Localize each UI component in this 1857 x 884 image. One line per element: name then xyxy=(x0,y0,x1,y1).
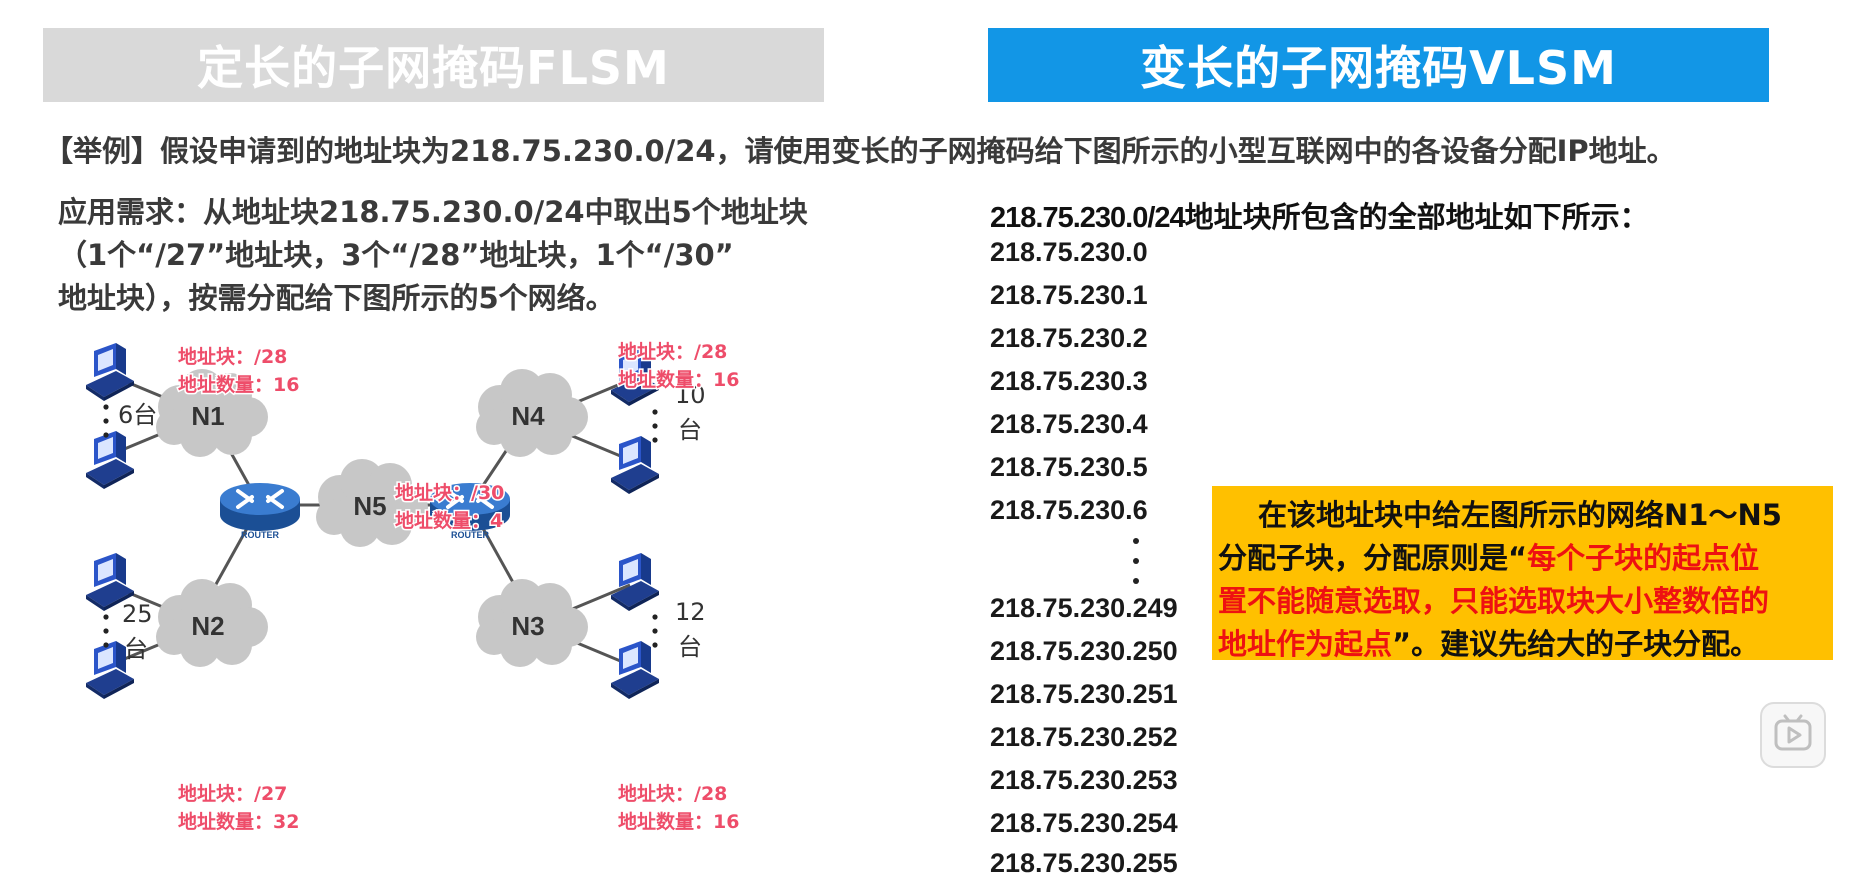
host-count-n3-number: 12 xyxy=(675,598,706,626)
host-count-n4-unit: 台 xyxy=(678,416,702,444)
annotation-n1-block: 地址块：/28 xyxy=(178,345,287,368)
tab-flsm[interactable]: 定长的子网掩码FLSM xyxy=(43,28,824,102)
callout-line-2-highlight: 每个子块的起点位 xyxy=(1527,541,1759,575)
address-item: 218.75.230.6 xyxy=(990,495,1148,526)
network-label-n1: N1 xyxy=(191,401,224,431)
play-icon xyxy=(1762,704,1824,766)
callout-line-3: 置不能随意选取，只能选取块大小整数倍的 xyxy=(1218,580,1823,623)
host-computer-icon xyxy=(86,431,134,489)
address-item: 218.75.230.253 xyxy=(990,765,1178,796)
callout-line-4-highlight: 地址作为起点 xyxy=(1218,627,1392,661)
address-item: 218.75.230.249 xyxy=(990,593,1178,624)
address-ellipsis-dot xyxy=(1133,558,1139,564)
callout-line-4-text: ”。建议先给大的子块分配。 xyxy=(1392,627,1759,661)
annotation-n2-count: 地址数量：32 xyxy=(178,810,299,833)
requirement-line-3: 地址块），按需分配给下图所示的5个网络。 xyxy=(58,277,858,320)
example-statement: 【举例】假设申请到的地址块为218.75.230.0/24，请使用变长的子网掩码… xyxy=(44,128,1676,170)
address-item: 218.75.230.255 xyxy=(990,848,1178,879)
allocation-principle-callout: 在该地址块中给左图所示的网络N1～N5 分配子块，分配原则是“每个子块的起点位 … xyxy=(1212,486,1833,660)
annotation-n3-block: 地址块：/28 xyxy=(618,782,727,805)
callout-line-1: 在该地址块中给左图所示的网络N1～N5 xyxy=(1218,494,1823,537)
requirement-text: 应用需求：从地址块218.75.230.0/24中取出5个地址块 （1个“/27… xyxy=(58,191,858,320)
network-label-n3: N3 xyxy=(511,611,544,641)
tab-vlsm[interactable]: 变长的子网掩码VLSM xyxy=(988,28,1769,102)
address-item: 218.75.230.251 xyxy=(990,679,1178,710)
address-item: 218.75.230.1 xyxy=(990,280,1148,311)
address-item: 218.75.230.3 xyxy=(990,366,1148,397)
address-item: 218.75.230.2 xyxy=(990,323,1148,354)
network-label-n5: N5 xyxy=(353,491,386,521)
address-item: 218.75.230.252 xyxy=(990,722,1178,753)
annotation-n3-count: 地址数量：16 xyxy=(618,810,739,833)
callout-line-4: 地址作为起点”。建议先给大的子块分配。 xyxy=(1218,623,1823,666)
host-computer-icon xyxy=(611,553,659,611)
address-list-header: 218.75.230.0/24地址块所包含的全部地址如下所示： xyxy=(990,194,1649,236)
requirement-line-1: 应用需求：从地址块218.75.230.0/24中取出5个地址块 xyxy=(58,191,858,234)
address-ellipsis-dot xyxy=(1133,538,1139,544)
video-play-button[interactable] xyxy=(1760,702,1826,768)
host-count-n2-unit: 台 xyxy=(124,635,148,663)
host-count-n1: 6台 xyxy=(118,401,157,429)
annotation-n4-block: 地址块：/28 xyxy=(618,340,727,363)
address-item: 218.75.230.250 xyxy=(990,636,1178,667)
annotation-n1-count: 地址数量：16 xyxy=(178,373,299,396)
network-diagram: N1 N2 N3 N4 N5 ROUTER ROUTER 6台 25 台 12 … xyxy=(80,335,860,855)
annotation-n4-count: 地址数量：16 xyxy=(618,368,739,391)
router-left: ROUTER xyxy=(220,483,300,540)
annotation-n5-count: 地址数量：4 xyxy=(395,509,503,532)
host-computer-icon xyxy=(611,436,659,494)
callout-line-2: 分配子块，分配原则是“每个子块的起点位 xyxy=(1218,537,1823,580)
host-count-n2-number: 25 xyxy=(122,600,153,628)
requirement-line-2: （1个“/27”地址块，3个“/28”地址块，1个“/30” xyxy=(58,234,858,277)
address-item: 218.75.230.4 xyxy=(990,409,1148,440)
network-label-n4: N4 xyxy=(511,401,545,431)
callout-line-2-text: 分配子块，分配原则是“ xyxy=(1218,541,1527,575)
address-list-header-prefix: 218.75.230.0/24 xyxy=(990,202,1185,234)
address-list-header-suffix: 地址块所包含的全部地址如下所示： xyxy=(1185,202,1649,234)
annotation-n5-block: 地址块：/30 xyxy=(395,481,504,504)
host-count-n3-unit: 台 xyxy=(678,633,702,661)
address-item: 218.75.230.5 xyxy=(990,452,1148,483)
network-label-n2: N2 xyxy=(191,611,224,641)
router-left-label: ROUTER xyxy=(241,530,280,540)
host-computer-icon xyxy=(86,343,134,401)
annotation-n2-block: 地址块：/27 xyxy=(178,782,287,805)
host-computer-icon xyxy=(611,641,659,699)
address-item: 218.75.230.0 xyxy=(990,237,1148,268)
address-ellipsis-dot xyxy=(1133,578,1139,584)
address-item: 218.75.230.254 xyxy=(990,808,1178,839)
